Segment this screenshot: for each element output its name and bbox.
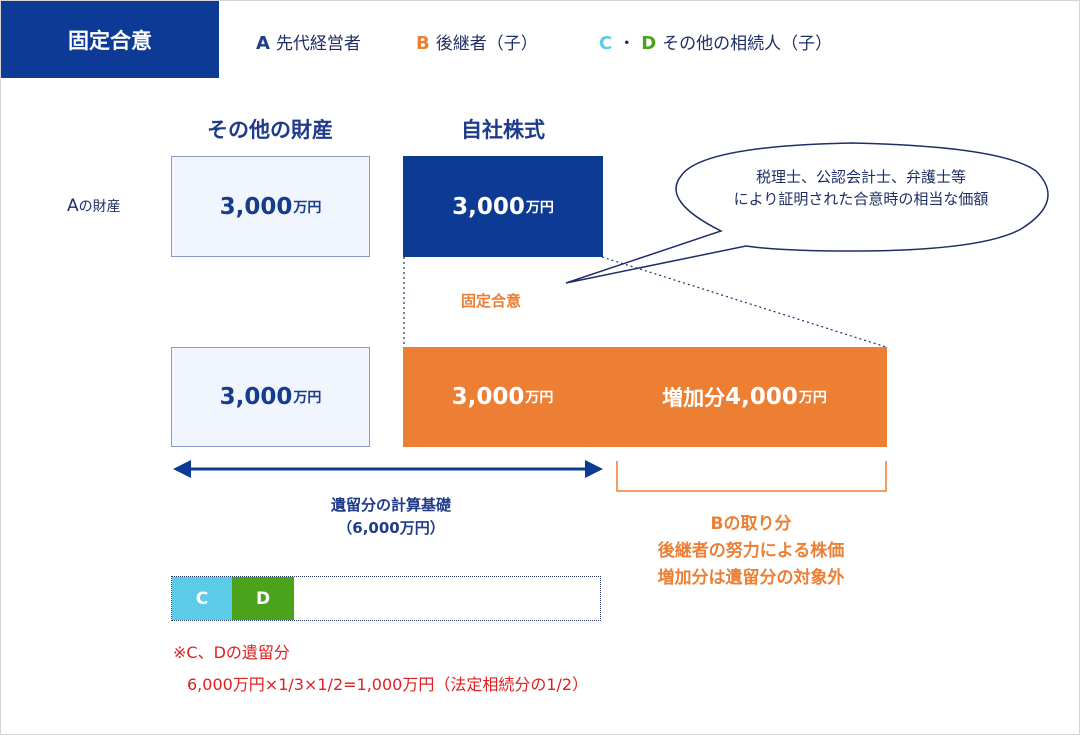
cd-cell-d: D (232, 577, 294, 620)
cd-cell-c: C (172, 577, 232, 620)
box-a-other-num: 3,000 (219, 193, 293, 220)
box-a-stock-num: 3,000 (452, 193, 525, 220)
legend-dot: ・ (618, 34, 636, 54)
box-b-stock-num: 3,000 (451, 384, 525, 410)
cd-reserve-bar: C D (171, 576, 601, 621)
legend-letter-b: B (416, 33, 430, 54)
legend-letter-d: D (641, 33, 657, 54)
reserve-basis-text: 遺留分の計算基礎 （6,000万円） (231, 494, 551, 540)
row-label-a-letter: A (67, 196, 79, 216)
box-b-stock-unit: 万円 (525, 390, 554, 406)
row-label-a-assets: Aの財産 (67, 196, 121, 216)
note-formula: 6,000万円×1/3×1/2=1,000万円（法定相続分の1/2） (187, 675, 589, 694)
speech-bubble (565, 142, 1049, 284)
note-title: ※C、Dの遺留分 (173, 643, 290, 662)
legend-letter-a: A (256, 33, 270, 54)
fixed-agreement-label: 固定合意 (461, 292, 522, 310)
reserve-arrow-left-head (173, 460, 191, 478)
box-b-increase-unit: 万円 (798, 390, 827, 406)
legend-letter-c: C (599, 33, 613, 54)
box-b-other-unit: 万円 (293, 390, 322, 406)
b-share-line-2: 後継者の努力による株価 (657, 541, 845, 561)
dotted-connector-right (601, 256, 887, 348)
column-header-other-assets: その他の財産 (207, 118, 333, 142)
b-share-line-1: Bの取り分 (710, 514, 792, 534)
bubble-line-1: 税理士、公認会計士、弁護士等 (755, 168, 966, 186)
reserve-arrow-right-head (585, 460, 603, 478)
legend-label-a: 先代経営者 (275, 34, 361, 54)
column-header-company-stock: 自社株式 (461, 118, 545, 142)
header-title: 固定合意 (1, 1, 219, 78)
b-share-bracket (616, 461, 887, 492)
reserve-line-1: 遺留分の計算基礎 (330, 496, 451, 514)
box-b-increase-num: 4,000 (725, 384, 798, 410)
box-a-other-unit: 万円 (293, 199, 322, 216)
row-label-a-suffix: の財産 (78, 199, 121, 215)
bubble-line-2: により証明された合意時の相当な価額 (733, 190, 989, 208)
box-b-increase-prefix: 増加分 (662, 386, 726, 410)
legend-label-cd: その他の相続人（子） (662, 34, 833, 54)
bubble-text: 税理士、公認会計士、弁護士等 により証明された合意時の相当な価額 (691, 166, 1031, 210)
b-share-text: Bの取り分 後継者の努力による株価 増加分は遺留分の対象外 (621, 511, 881, 592)
b-share-line-3: 増加分は遺留分の対象外 (657, 568, 845, 588)
legend-label-b: 後継者（子） (435, 34, 538, 54)
reserve-line-2: （6,000万円） (337, 519, 445, 537)
box-b-other-num: 3,000 (219, 384, 293, 410)
box-a-stock-unit: 万円 (525, 199, 554, 216)
